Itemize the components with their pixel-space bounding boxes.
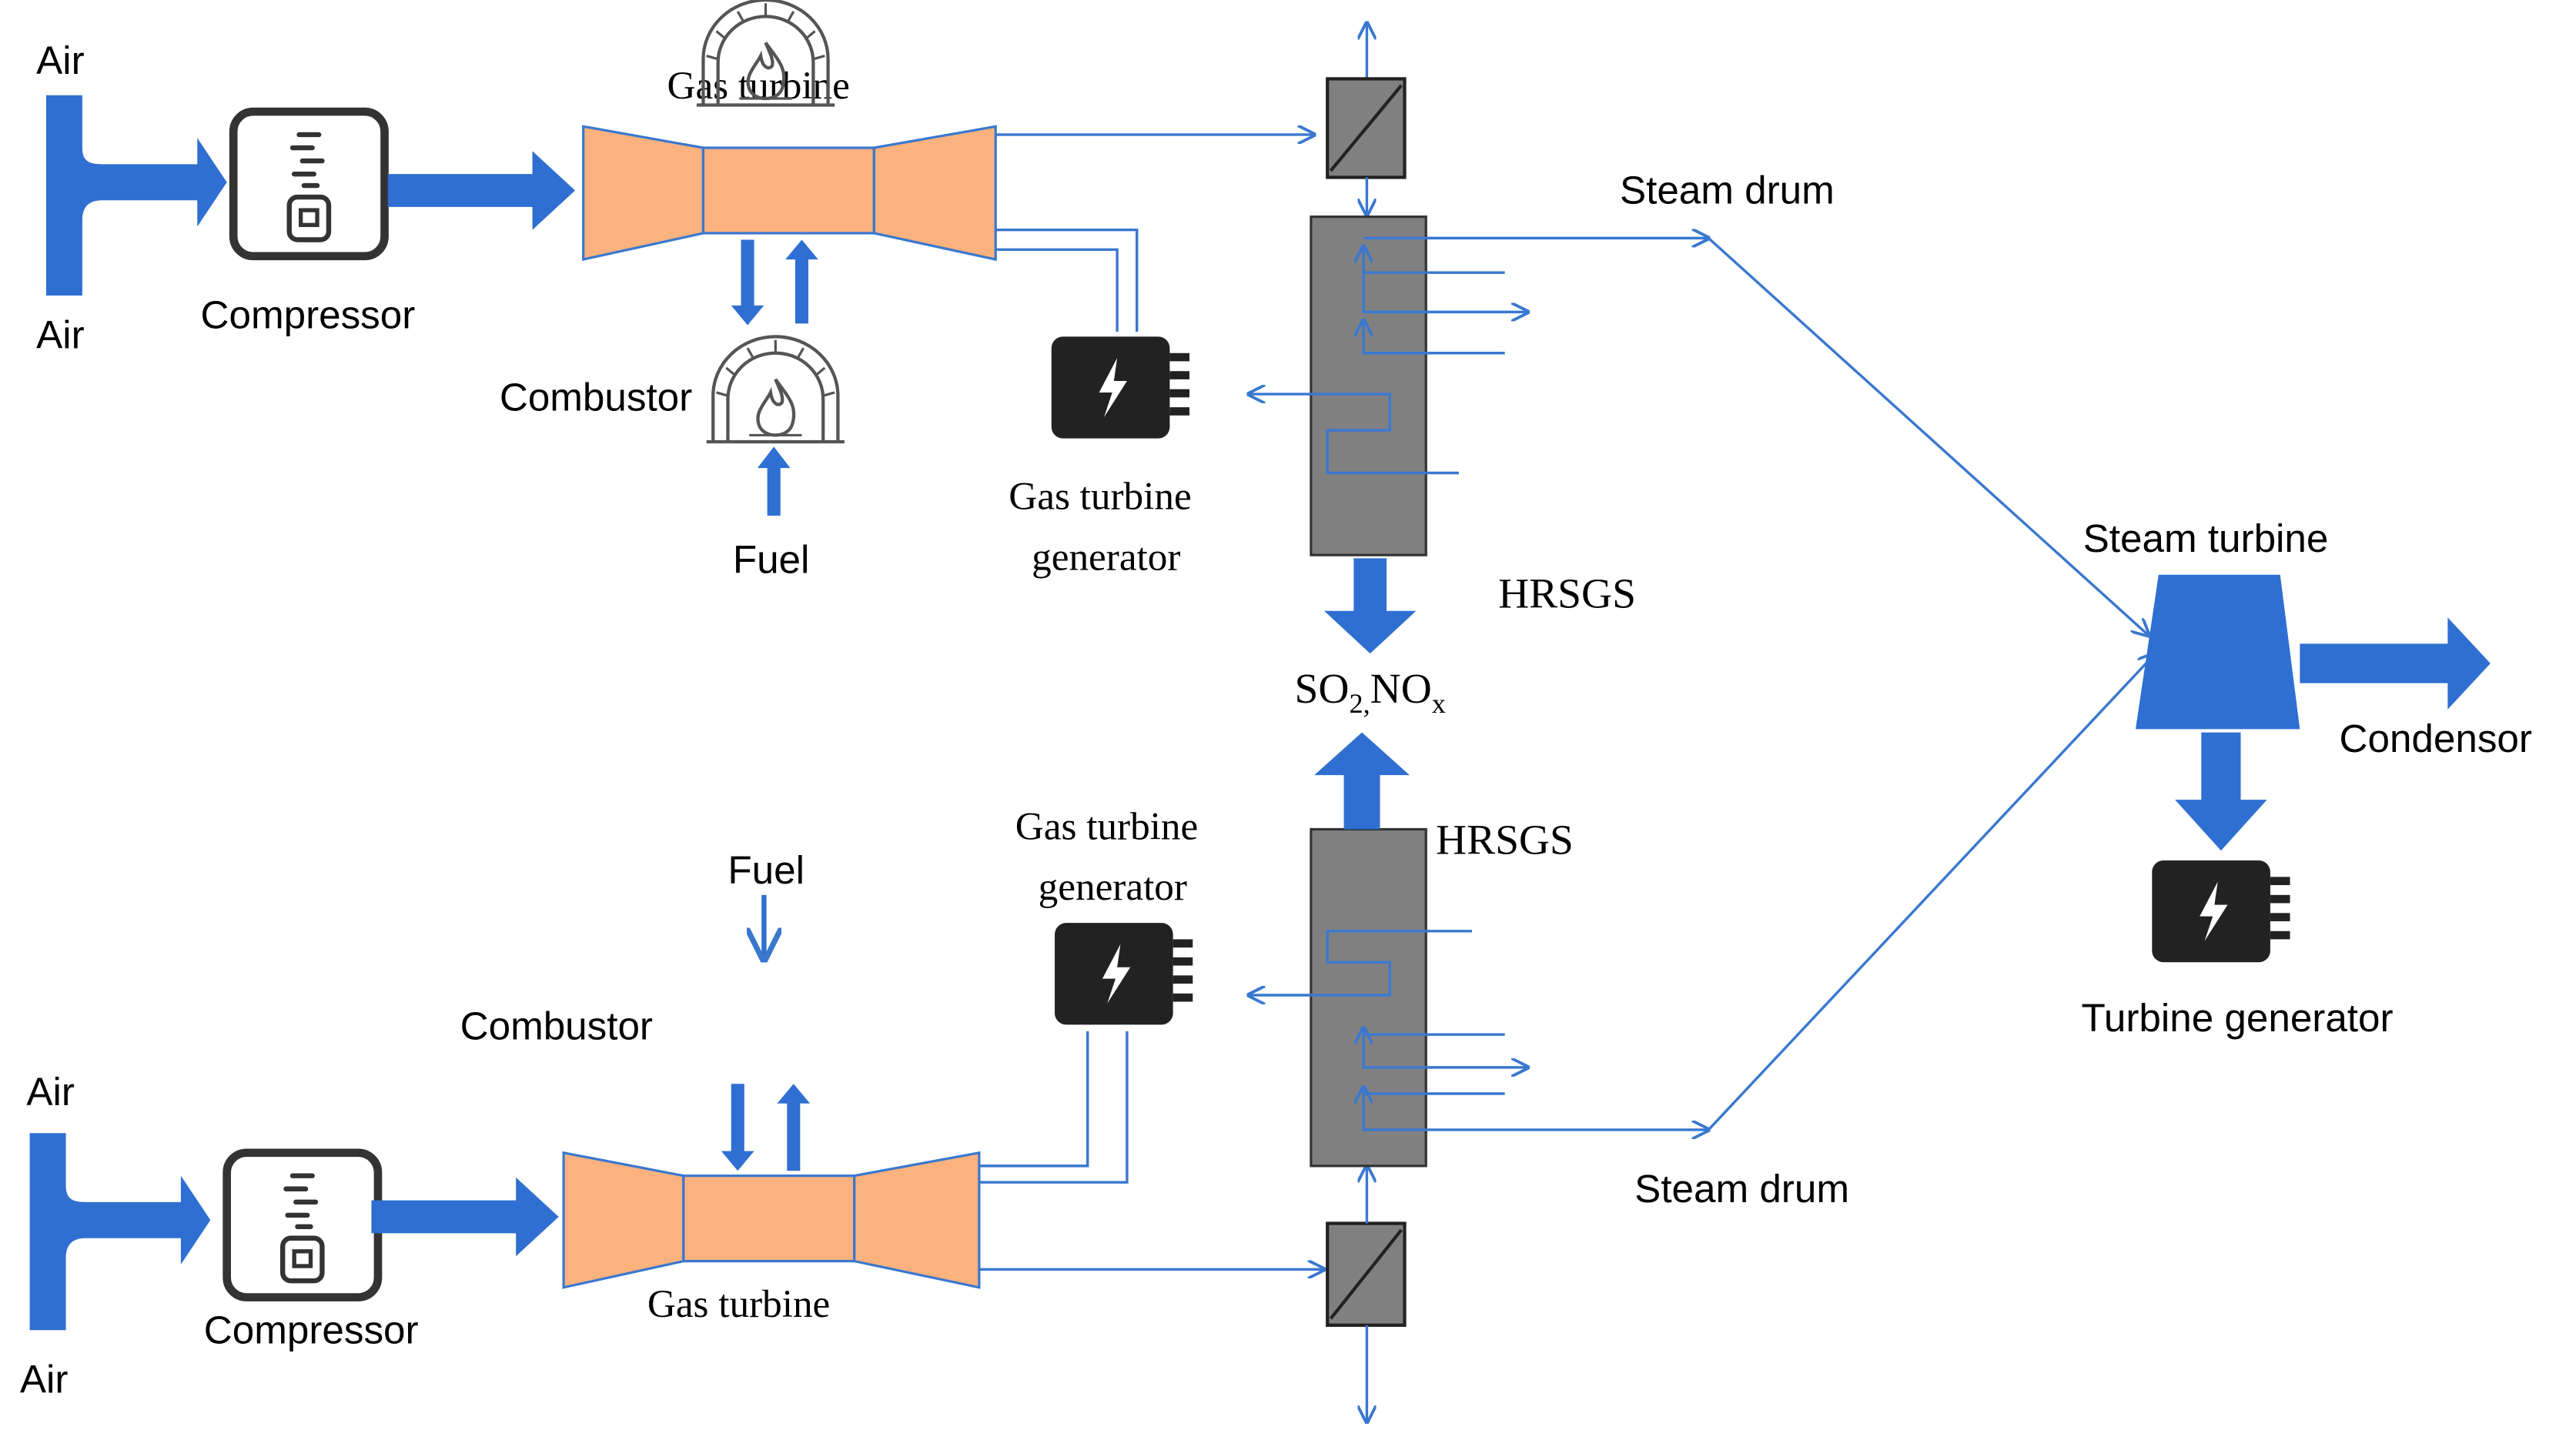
- bottom-air-inlet-arrow: [29, 1133, 211, 1331]
- bottom-combustor-label: Combustor: [460, 1004, 653, 1048]
- condensor-arrow: [2300, 617, 2491, 710]
- top-hrsg-coils: [1249, 238, 1708, 475]
- top-compressor-icon[interactable]: [233, 112, 384, 256]
- top-steam-line: [1708, 237, 2149, 635]
- bottom-compressor-icon[interactable]: [227, 1153, 378, 1298]
- top-hrsg-box[interactable]: [1310, 215, 1427, 556]
- top-generator-label-1: Gas turbine: [1009, 474, 1191, 518]
- emissions-label: SO2,NOx: [1295, 665, 1446, 719]
- bottom-compressor-to-turbine-arrow: [371, 1177, 559, 1257]
- bottom-compressor-label: Compressor: [204, 1308, 419, 1351]
- turbine-to-generator-arrow: [2175, 732, 2267, 851]
- top-air-inlet-arrow: [45, 95, 227, 296]
- bottom-air-label-2: Air: [20, 1357, 69, 1401]
- top-fuel-label: Fuel: [733, 538, 810, 582]
- top-air-label-1: Air: [36, 38, 85, 82]
- top-air-label-2: Air: [36, 312, 85, 356]
- bottom-turbine-generator-shaft: [979, 1031, 1129, 1184]
- top-turbine-generator-shaft: [995, 229, 1139, 332]
- top-compressor-to-turbine-arrow: [387, 151, 576, 230]
- steam-turbine-section: Steam turbine Condensor Turbine generato…: [2082, 516, 2532, 1040]
- bottom-train: Air Air Compressor Gas turbine Combustor…: [20, 0, 2156, 1422]
- turbine-generator-icon[interactable]: [2152, 860, 2290, 963]
- bottom-fuel-label: Fuel: [728, 848, 805, 892]
- top-combustor-label: Combustor: [500, 375, 692, 419]
- bottom-bypass-damper[interactable]: [1326, 1221, 1407, 1327]
- top-steam-drum-label: Steam drum: [1620, 169, 1835, 212]
- top-fuel-arrow: [757, 446, 791, 516]
- top-turbine-to-combustor-arrow: [731, 239, 764, 326]
- top-gas-turbine-generator-icon[interactable]: [1051, 336, 1189, 439]
- top-combustor-icon[interactable]: [707, 336, 845, 442]
- bottom-gas-turbine-generator-icon[interactable]: [1055, 923, 1193, 1025]
- bottom-combustor-to-turbine-arrow: [721, 1084, 754, 1171]
- bottom-generator-label-2: generator: [1039, 865, 1187, 909]
- top-train: Air Air Compressor Gas turbine Combustor…: [36, 23, 2149, 654]
- top-compressor-label: Compressor: [201, 293, 416, 337]
- top-generator-label-2: generator: [1032, 535, 1180, 579]
- steam-turbine-icon[interactable]: [2135, 574, 2300, 730]
- bottom-hrsg-coils: [1249, 930, 1708, 1130]
- top-bypass-damper[interactable]: [1326, 77, 1407, 179]
- bottom-generator-label-1: Gas turbine: [1015, 804, 1198, 848]
- bottom-turbine-to-combustor-arrow: [777, 1084, 811, 1171]
- turbine-generator-label: Turbine generator: [2082, 996, 2394, 1040]
- bottom-steam-drum-label: Steam drum: [1634, 1167, 1849, 1211]
- top-gas-turbine[interactable]: [582, 125, 997, 262]
- top-hrsg-exhaust-arrow: [1323, 558, 1417, 654]
- bottom-gas-turbine-label: Gas turbine: [647, 1282, 830, 1326]
- bottom-hrsg-label: HRSGS: [1436, 816, 1574, 863]
- bottom-hrsg-exhaust-arrow: [1314, 732, 1410, 830]
- condensor-label: Condensor: [2340, 717, 2532, 760]
- top-gas-turbine-label: Gas turbine: [667, 64, 849, 108]
- bottom-steam-line: [1707, 653, 2155, 1131]
- bottom-gas-turbine[interactable]: [562, 1151, 981, 1289]
- top-hrsg-label: HRSGS: [1498, 570, 1636, 616]
- steam-turbine-label: Steam turbine: [2083, 516, 2329, 560]
- bottom-air-label-1: Air: [26, 1070, 75, 1114]
- top-combustor-to-turbine-arrow: [785, 239, 818, 324]
- bottom-hrsg-box[interactable]: [1310, 827, 1427, 1168]
